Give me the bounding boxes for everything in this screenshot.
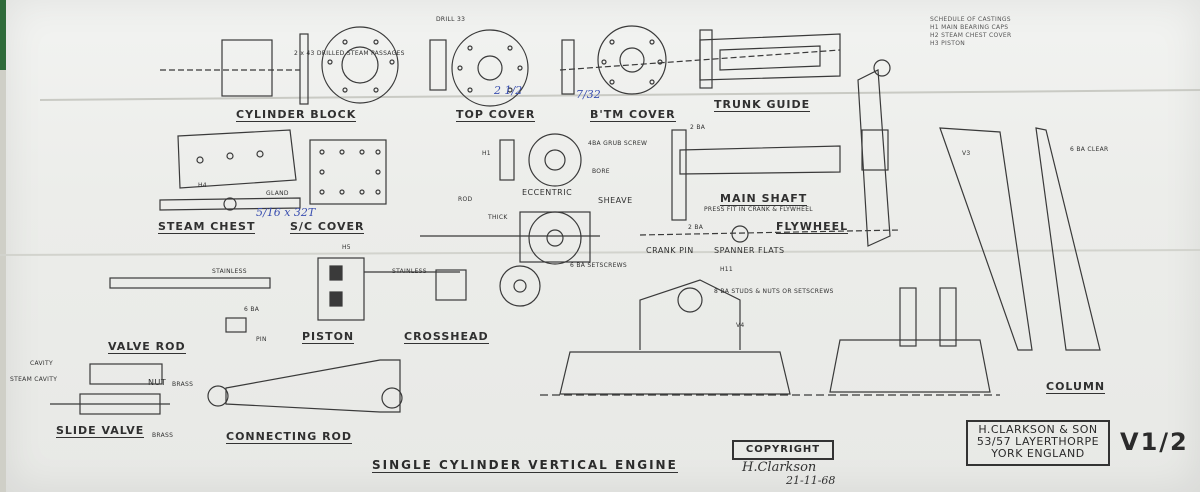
label-stainless-1: STAINLESS [212, 268, 247, 275]
piston-drawing [317, 257, 460, 321]
label-valve-rod: VALVE ROD [108, 340, 186, 354]
label-drill-33: DRILL 33 [436, 16, 466, 23]
connecting-rod-drawing [207, 359, 403, 413]
signature-date: 21-11-68 [786, 474, 836, 487]
label-steam-cavity: STEAM CAVITY [10, 376, 58, 383]
label-crosshead: CROSSHEAD [404, 330, 489, 344]
base-drawing [540, 279, 1000, 396]
drawing-title: SINGLE CYLINDER VERTICAL ENGINE [372, 458, 678, 473]
label-studs-note: 8 BA STUDS & NUTS OR SETSCREWS [714, 288, 834, 295]
copyright-box: COPYRIGHT [732, 440, 834, 460]
label-2ba-a: 2 BA [690, 124, 706, 131]
eccentric-drawing [499, 133, 582, 187]
label-setscrews: 6 BA SETSCREWS [570, 262, 628, 269]
sheet-number: V1/2 [1120, 428, 1189, 456]
label-piston: PISTON [302, 330, 355, 344]
schedule-line-1: SCHEDULE OF CASTINGS [930, 16, 1011, 23]
signature: H.Clarkson [742, 460, 817, 475]
maker-line-3: YORK ENGLAND [991, 447, 1085, 460]
label-slide-valve-material: BRASS [152, 432, 174, 439]
callout-h11: H11 [720, 266, 734, 273]
maker-line-1: H.CLARKSON & SON [978, 423, 1098, 436]
label-nut: NUT [148, 378, 167, 387]
label-drill-steam: 2 x 43 DRILLED STEAM PASSAGES [294, 50, 405, 57]
label-sheave: SHEAVE [598, 196, 633, 205]
callout-v3: V3 [962, 150, 971, 157]
label-column: COLUMN [1046, 380, 1106, 394]
label-grub-screw: 4BA GRUB SCREW [588, 140, 648, 147]
slide-valve-drawing [50, 363, 170, 415]
pencil-note-2: 5/16 x 32T [256, 206, 316, 219]
trunk-guide-drawing [699, 29, 841, 89]
label-btm-cover: B'TM COVER [590, 108, 676, 122]
label-pin: PIN [256, 336, 267, 343]
schedule-line-2: H1 MAIN BEARING CAPS [930, 24, 1009, 31]
flywheel-drawing [857, 59, 891, 247]
label-steam-chest: STEAM CHEST [158, 220, 256, 234]
main-shaft-drawing [639, 129, 901, 243]
label-cavity: CAVITY [30, 360, 53, 367]
pencil-note-1: 7/32 [576, 88, 601, 101]
label-sc-cover: S/C COVER [290, 220, 365, 234]
label-spanner-flats: SPANNER FLATS [714, 246, 785, 255]
schedule-line-3: H2 STEAM CHEST COVER [930, 32, 1012, 39]
cylinder-block-drawing [160, 26, 447, 105]
callout-v4: V4 [736, 322, 745, 329]
label-crank-pin: CRANK PIN [646, 246, 694, 255]
maker-box: H.CLARKSON & SON 53/57 LAYERTHORPE YORK … [966, 420, 1110, 466]
label-slide-valve: SLIDE VALVE [56, 424, 145, 438]
label-top-cover: TOP COVER [456, 108, 536, 122]
label-flywheel: FLYWHEEL [776, 220, 849, 234]
label-nut-material: BRASS [172, 381, 194, 388]
label-eccentric: ECCENTRIC [522, 188, 573, 197]
callout-h4: H4 [198, 182, 207, 189]
label-thick: THICK [488, 214, 508, 221]
sheave-drawing [420, 211, 600, 265]
callout-h5: H5 [342, 244, 351, 251]
label-gland: GLAND [266, 190, 289, 197]
label-2ba-b: 2 BA [688, 224, 704, 231]
blueprint-sheet [6, 0, 1200, 492]
label-stainless-2: STAINLESS [392, 268, 427, 275]
pencil-note-3: 2 1/2 [494, 84, 523, 97]
label-main-shaft-note: PRESS FIT IN CRANK & FLYWHEEL [704, 206, 813, 213]
top-cover-drawing [451, 29, 575, 107]
column-drawing [899, 127, 1101, 351]
label-main-shaft: MAIN SHAFT [720, 192, 808, 206]
valve-rod-drawing [109, 277, 271, 333]
label-connecting-rod: CONNECTING ROD [226, 430, 353, 444]
crosshead-drawing [435, 265, 541, 307]
schedule-line-4: H3 PISTON [930, 40, 966, 47]
maker-line-2: 53/57 LAYERTHORPE [976, 435, 1100, 448]
label-bore: BORE [592, 168, 610, 175]
steam-chest-drawing [159, 129, 301, 211]
schedule-of-castings: SCHEDULE OF CASTINGS H1 MAIN BEARING CAP… [930, 16, 1011, 48]
label-cylinder-block: CYLINDER BLOCK [236, 108, 357, 122]
label-clear: 6 BA CLEAR [1070, 146, 1109, 153]
label-6ba: 6 BA [244, 306, 260, 313]
sc-cover-drawing [309, 139, 387, 205]
label-rod: ROD [458, 196, 473, 203]
label-trunk-guide: TRUNK GUIDE [714, 98, 811, 112]
callout-h1: H1 [482, 150, 491, 157]
